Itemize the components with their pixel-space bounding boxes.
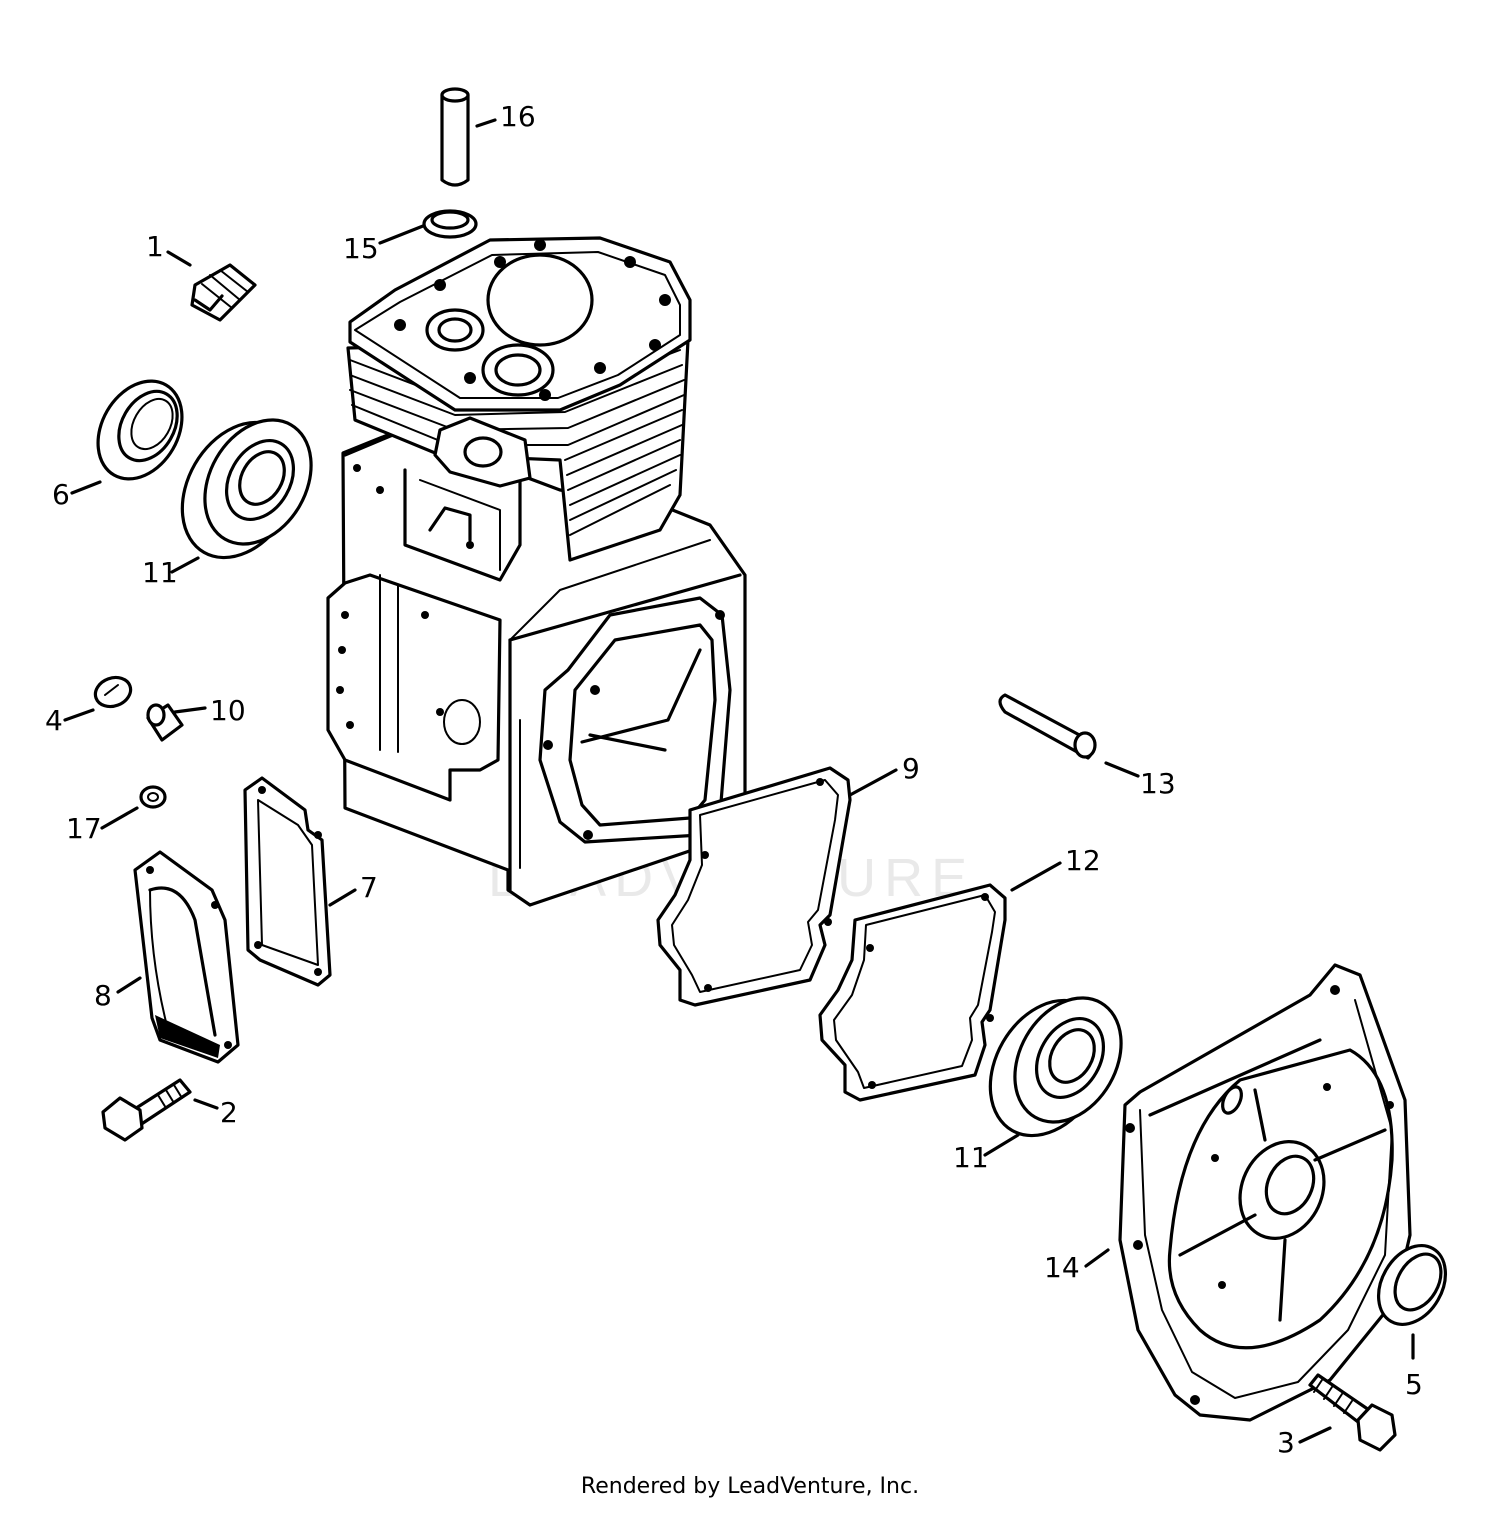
part-2-bolt: [101, 1078, 192, 1142]
part-13-pin: [998, 693, 1097, 760]
part-1-plug: [190, 263, 257, 322]
callout-10: 10: [210, 694, 246, 727]
part-15-ring: [422, 209, 478, 239]
part-14-bearing-plate: [1118, 963, 1412, 1422]
callout-11-lower: 11: [953, 1141, 989, 1174]
callout-11-upper: 11: [142, 556, 178, 589]
part-11-bearing-upper: [180, 418, 313, 560]
footer-credit: Rendered by LeadVenture, Inc.: [580, 1474, 920, 1499]
callout-5: 5: [1405, 1368, 1423, 1401]
part-7-gasket: [243, 776, 332, 987]
part-9-gasket: [656, 766, 852, 1007]
callout-9: 9: [902, 752, 920, 785]
callout-17: 17: [66, 812, 102, 845]
callout-15: 15: [343, 232, 379, 265]
part-10-pin: [146, 703, 184, 742]
callout-3: 3: [1277, 1426, 1295, 1459]
callout-7: 7: [360, 871, 378, 904]
callout-2: 2: [220, 1096, 238, 1129]
part-5-seal: [1376, 1244, 1448, 1326]
callout-16: 16: [500, 100, 536, 133]
callout-labels: 16 15 1 6 11 4 10 17 7 8 2 9 12 13 11 14…: [45, 100, 1423, 1459]
leader-lines: [63, 118, 1415, 1444]
cylinder-block: [326, 236, 747, 907]
callout-8: 8: [94, 979, 112, 1012]
part-17-nut: [139, 785, 167, 809]
callout-1: 1: [146, 230, 164, 263]
callout-12: 12: [1065, 844, 1101, 877]
part-4-washer: [93, 675, 133, 709]
callout-4: 4: [45, 704, 63, 737]
part-8-cover: [133, 850, 240, 1064]
callout-6: 6: [52, 478, 70, 511]
part-3-bolt: [1308, 1373, 1397, 1452]
part-11-bearing-lower: [988, 996, 1123, 1138]
callout-14: 14: [1044, 1251, 1080, 1284]
part-6-seal: [96, 379, 184, 481]
callout-13: 13: [1140, 767, 1176, 800]
part-12-gasket: [818, 883, 1007, 1102]
part-16-tube: [440, 87, 470, 187]
